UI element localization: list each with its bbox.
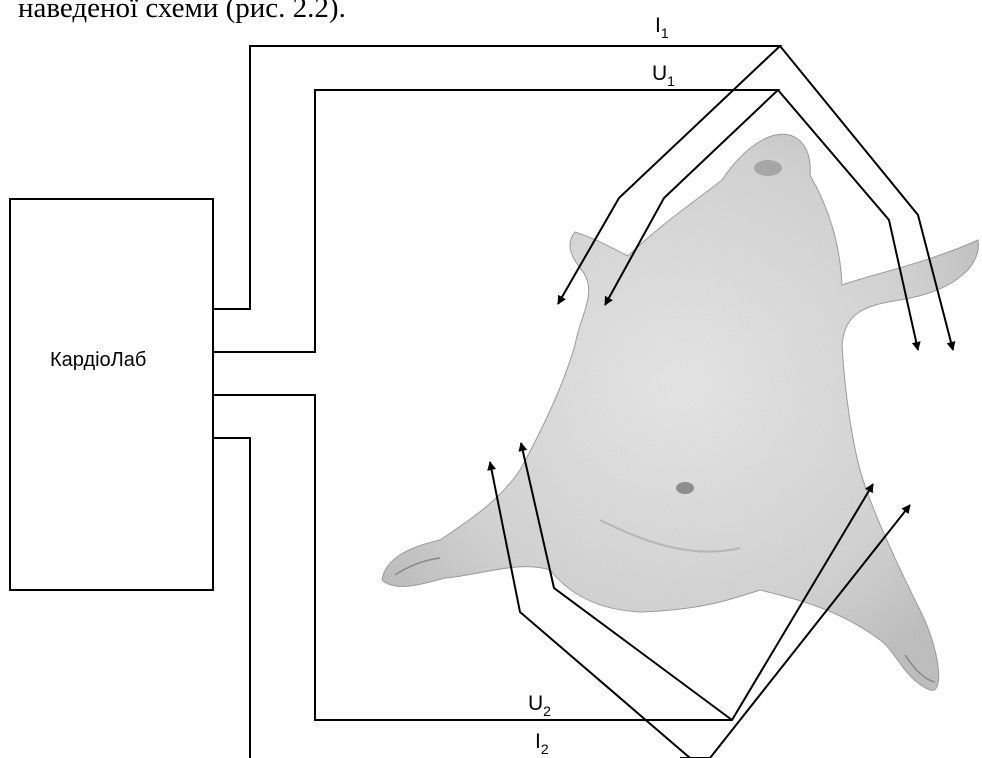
cardiolab-device-box <box>10 199 213 590</box>
label-i2: I2 <box>535 730 549 757</box>
label-u2: U2 <box>528 692 551 719</box>
wire-i2 <box>213 438 250 758</box>
label-u1: U1 <box>652 62 675 89</box>
label-i1: I1 <box>655 14 669 41</box>
animal-image <box>382 134 978 690</box>
cardiolab-device-label: КардіоЛаб <box>50 349 146 371</box>
